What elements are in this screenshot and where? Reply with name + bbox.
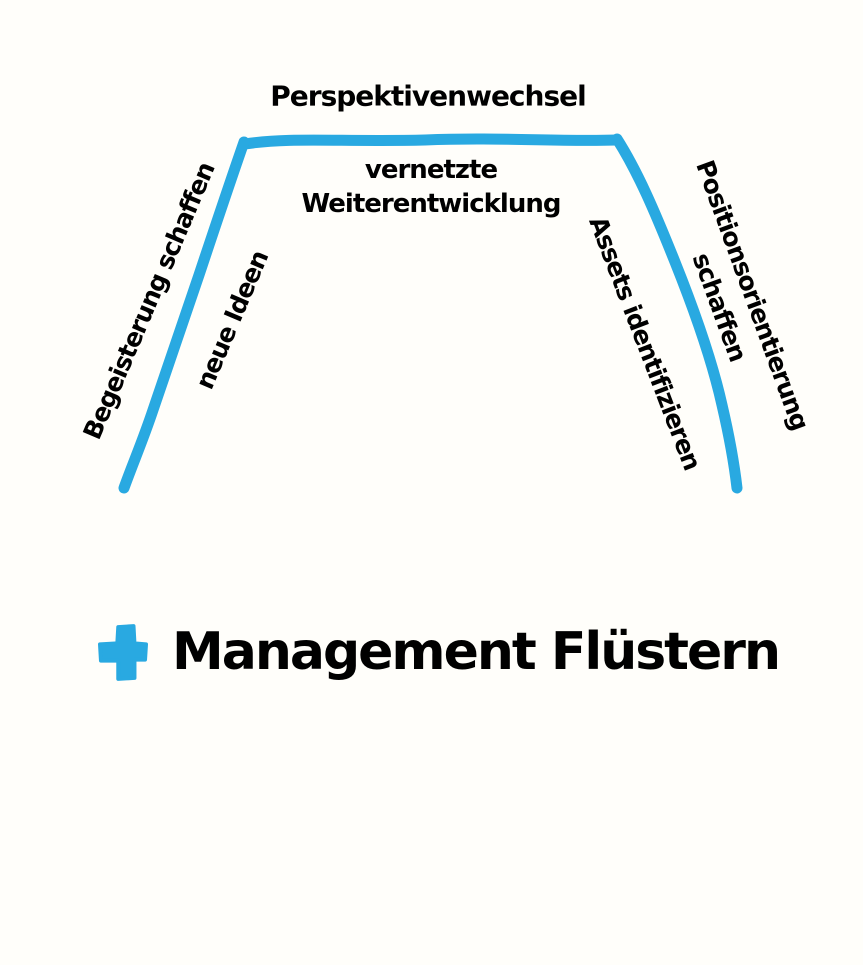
- footer-title: Management Flüstern: [172, 622, 781, 682]
- label-vernetzte-weiterentwicklung: vernetzte Weiterentwicklung: [301, 153, 562, 221]
- trapezoid-top-edge: [239, 133, 623, 150]
- plus-icon: [98, 624, 148, 681]
- plus-icon-shape: [98, 624, 148, 681]
- footer: Management Flüstern: [98, 622, 781, 682]
- trapezoid-left-edge: [118, 136, 250, 494]
- trapezoid-right-edge: [611, 133, 743, 494]
- label-vernetzte-line1: vernetzte: [364, 155, 498, 185]
- label-perspektivenwechsel: Perspektivenwechsel: [270, 79, 586, 113]
- label-vernetzte-line2: Weiterentwicklung: [301, 189, 562, 219]
